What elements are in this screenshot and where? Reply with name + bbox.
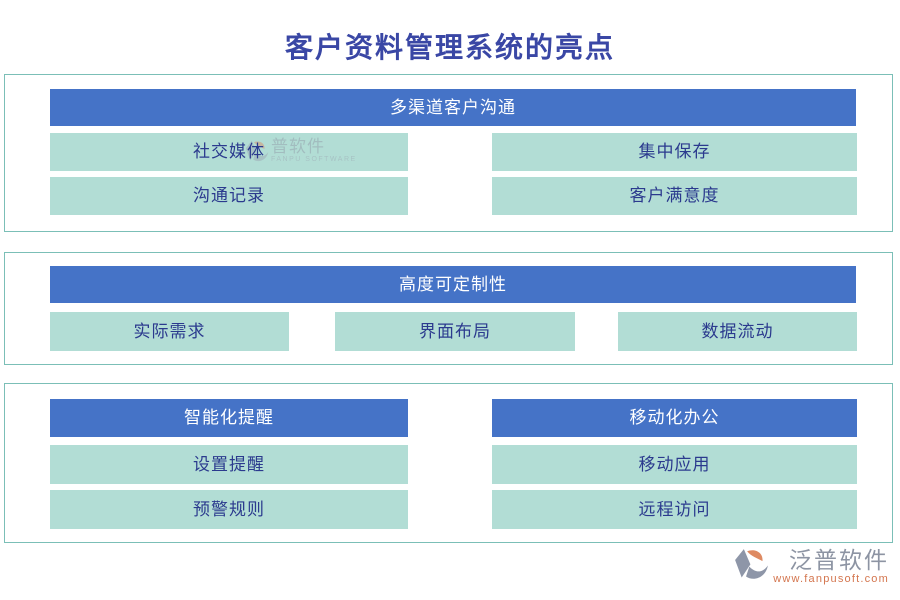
panel-reminder-and-mobile: 智能化提醒 移动化办公 设置提醒 预警规则 移动应用 远程访问 [4,383,893,543]
cell-data-flow: 数据流动 [618,312,857,351]
section-header-communication: 多渠道客户沟通 [50,89,856,126]
watermark-subtext: FANPU SOFTWARE [271,156,357,163]
section-header-mobile-office: 移动化办公 [492,399,857,437]
cell-label: 界面布局 [419,322,491,341]
cell-interface-layout: 界面布局 [335,312,575,351]
cell-label: 社交媒体 [193,142,265,161]
brand-logo: 泛普软件 www.fanpusoft.com [734,548,889,586]
section-header-smart-reminder: 智能化提醒 [50,399,408,437]
panel-customization: 高度可定制性 实际需求 界面布局 数据流动 [4,252,893,365]
panel-multichannel-communication: 多渠道客户沟通 社交媒体 集中保存 沟通记录 客户满意度 普软件 FANPU S… [4,74,893,232]
cell-remote-access: 远程访问 [492,490,857,529]
cell-label: 沟通记录 [193,186,265,205]
cell-communication-records: 沟通记录 [50,177,408,215]
cell-label: 集中保存 [638,142,711,161]
cell-label: 移动应用 [638,455,711,474]
cell-social-media: 社交媒体 [50,133,408,171]
cell-centralized-storage: 集中保存 [492,133,857,171]
cell-label: 设置提醒 [193,455,265,474]
brand-watermark: 普软件 FANPU SOFTWARE [245,137,357,164]
cell-label: 客户满意度 [629,186,720,205]
page-title: 客户资料管理系统的亮点 [284,33,615,64]
cell-label: 数据流动 [701,322,774,341]
section-header-customization: 高度可定制性 [50,266,856,303]
cell-customer-satisfaction: 客户满意度 [492,177,857,215]
cell-warning-rules: 预警规则 [50,490,408,529]
fanpu-logo-icon [735,549,769,579]
brand-url: www.fanpusoft.com [773,573,889,585]
cell-mobile-app: 移动应用 [492,445,857,484]
watermark-text: 普软件 [271,137,325,156]
fanpu-watermark-icon [245,140,269,162]
cell-label: 实际需求 [133,322,206,341]
cell-actual-needs: 实际需求 [50,312,289,351]
cell-set-reminders: 设置提醒 [50,445,408,484]
brand-name: 泛普软件 [789,548,889,573]
cell-label: 远程访问 [638,500,711,519]
cell-label: 预警规则 [193,500,265,519]
